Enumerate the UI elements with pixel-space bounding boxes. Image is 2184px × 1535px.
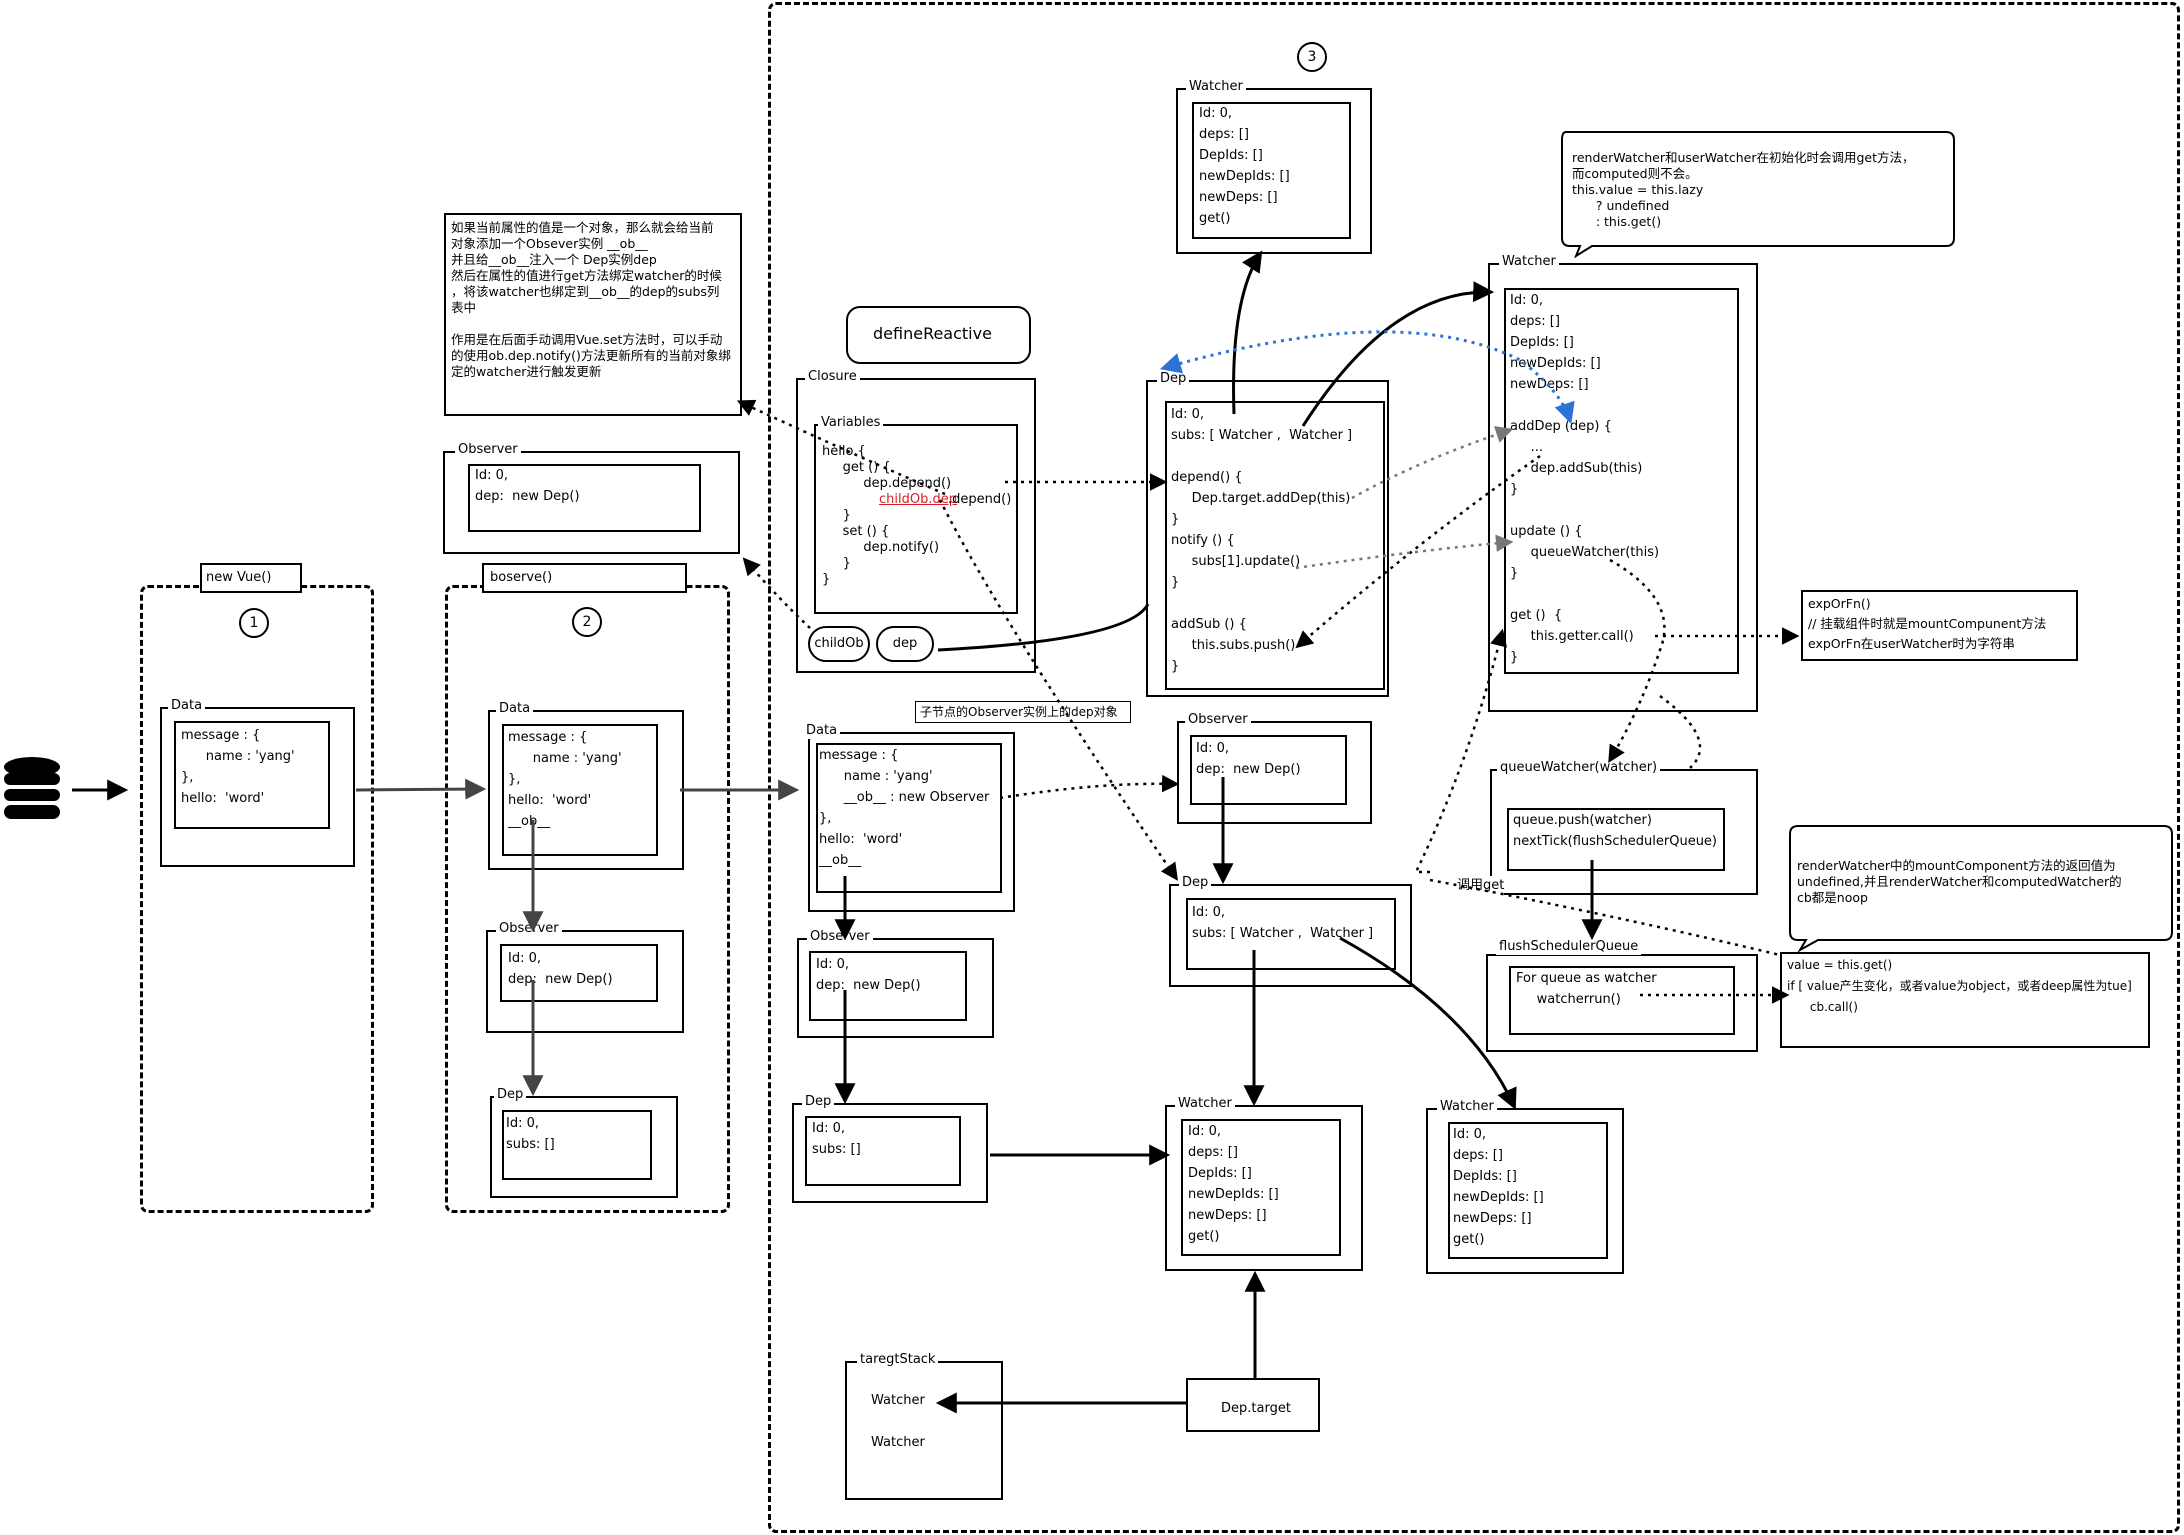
child-ob-depend: .depend() — [948, 492, 1012, 507]
watcher-right-label: Watcher — [1437, 1099, 1497, 1115]
define-reactive-title: defineReactive — [873, 324, 992, 343]
child-observer-box — [1177, 721, 1372, 824]
call-get-label: 调用get — [1457, 876, 1505, 896]
exp-or-fn-note: expOrFn() // 挂载组件时就是mountCompunent方法 exp… — [1808, 596, 2047, 651]
dep-second-code: Id: 0, subs: [ Watcher , Watcher ] — [1192, 905, 1374, 941]
observe-observer-code: Id: 0, dep: new Dep() — [508, 951, 613, 987]
dep-target-label: Dep.target — [1221, 1401, 1291, 1416]
database-icon — [4, 757, 60, 819]
watcher-right-inner — [1448, 1122, 1608, 1259]
flush-scheduler-label: flushSchedulerQueue — [1496, 939, 1642, 955]
new-vue-data-code: message : { name : 'yang' }, hello: 'wor… — [181, 728, 295, 806]
target-stack-item-1: Watcher — [871, 1393, 925, 1408]
mid-dep-code: Id: 0, subs: [] — [812, 1121, 861, 1157]
child-observer-inner — [1190, 735, 1347, 805]
step-number-1: 1 — [239, 608, 269, 638]
mid-dep-box — [792, 1103, 988, 1203]
observe-dep-box — [490, 1096, 678, 1198]
variables-code-b: } set () { dep.notify() } } — [822, 508, 940, 587]
mid-data-code: message : { name : 'yang' __ob__ : new O… — [819, 748, 990, 868]
observe-dep-code: Id: 0, subs: [] — [506, 1116, 555, 1152]
new-vue-data-label: Data — [168, 698, 206, 714]
dep-target-box — [1186, 1378, 1320, 1432]
dep-oval: dep — [876, 626, 934, 662]
closure-box — [796, 378, 1036, 673]
watcher-mid-code: Id: 0, deps: [] DepIds: [] newDepIds: []… — [1188, 1124, 1279, 1244]
watcher-top-inner — [1192, 102, 1351, 239]
observe-data-inner — [502, 724, 658, 856]
watcher-mid-label: Watcher — [1175, 1096, 1235, 1112]
queue-watcher-label: queueWatcher(watcher) — [1497, 760, 1661, 776]
new-vue-title-box — [200, 563, 302, 593]
child-observer-code: Id: 0, dep: new Dep() — [1196, 741, 1301, 777]
variables-box — [814, 424, 1018, 614]
watcher-main-inner — [1504, 288, 1739, 674]
new-vue-data-box — [160, 707, 355, 867]
observe-title-box — [482, 563, 687, 593]
mid-data-label: Data — [803, 723, 841, 739]
define-reactive-bubble — [846, 306, 1031, 364]
new-vue-title: new Vue() — [206, 570, 272, 585]
mid-observer-code: Id: 0, dep: new Dep() — [816, 957, 921, 993]
watcher-top-label: Watcher — [1186, 79, 1246, 95]
new-vue-data-inner — [174, 721, 330, 829]
watcher-top-code: Id: 0, deps: [] DepIds: [] newDepIds: []… — [1199, 106, 1290, 226]
observe-dep-label: Dep — [494, 1087, 527, 1103]
observer-note-text: 如果当前属性的值是一个对象，那么就会给当前 对象添加一个Obsever实例 __… — [451, 220, 731, 379]
mid-data-box — [808, 732, 1015, 912]
child-observer-label: Observer — [1185, 712, 1251, 728]
dep-second-box — [1169, 884, 1412, 987]
left-observer-label: Observer — [455, 442, 521, 458]
render-watcher-bubble-shape — [1561, 131, 1955, 258]
dep-second-label: Dep — [1179, 875, 1212, 891]
target-stack-label: taregtStack — [857, 1352, 939, 1368]
exp-or-fn-box — [1801, 590, 2078, 661]
get-value-note: value = this.get() if [ value产生变化，或者valu… — [1787, 958, 2132, 1014]
variables-code-a: hello { get () { dep.depend() — [822, 444, 952, 491]
flush-scheduler-inner — [1509, 966, 1735, 1035]
observe-data-code: message : { name : 'yang' }, hello: 'wor… — [508, 730, 622, 829]
child-ob-oval: childOb — [808, 626, 870, 662]
watcher-right-box — [1426, 1108, 1624, 1274]
child-observer-note: 子节点的Observer实例上的dep对象 — [920, 705, 1118, 719]
observe-title: boserve() — [490, 570, 553, 585]
reactive-system-frame — [768, 2, 2180, 1533]
observe-observer-inner — [500, 944, 658, 1002]
mid-observer-inner — [809, 951, 967, 1021]
watcher-right-code: Id: 0, deps: [] DepIds: [] newDepIds: []… — [1453, 1127, 1544, 1247]
child-observer-note-box — [915, 701, 1131, 723]
dep-main-code: Id: 0, subs: [ Watcher , Watcher ] depen… — [1171, 407, 1353, 674]
variables-label: Variables — [818, 415, 884, 431]
dep-second-inner — [1186, 898, 1396, 970]
watcher-main-box — [1488, 263, 1758, 712]
watcher-top-box — [1176, 88, 1372, 254]
observer-note-box — [444, 213, 742, 416]
mount-component-note: renderWatcher中的mountComponent方法的返回值为 und… — [1797, 858, 2122, 905]
watcher-mid-inner — [1181, 1119, 1341, 1256]
observe-data-label: Data — [496, 701, 534, 717]
render-watcher-note: renderWatcher和userWatcher在初始化时会调用get方法， … — [1572, 150, 1915, 229]
observe-dep-inner — [502, 1110, 652, 1180]
watcher-main-label: Watcher — [1499, 254, 1559, 270]
queue-watcher-inner — [1507, 808, 1725, 871]
observe-observer-box — [486, 930, 684, 1033]
closure-label: Closure — [805, 369, 860, 385]
target-stack-item-2: Watcher — [871, 1435, 925, 1450]
mid-data-inner — [816, 743, 1002, 893]
flush-scheduler-box — [1486, 954, 1758, 1052]
mount-component-bubble-shape — [1789, 825, 2173, 952]
queue-watcher-code: queue.push(watcher) nextTick(flushSchedu… — [1513, 813, 1718, 849]
mid-observer-box — [797, 938, 994, 1038]
flush-scheduler-code: For queue as watcher watcherrun() — [1516, 971, 1657, 1007]
step-number-3: 3 — [1297, 42, 1327, 72]
mid-dep-label: Dep — [802, 1094, 835, 1110]
mid-dep-inner — [805, 1116, 961, 1186]
left-observer-box — [443, 451, 740, 554]
step-number-2: 2 — [572, 607, 602, 637]
left-observer-code: Id: 0, dep: new Dep() — [475, 468, 580, 504]
left-observer-inner — [468, 464, 701, 532]
child-ob-dep-ref: childOb.dep — [879, 492, 957, 507]
